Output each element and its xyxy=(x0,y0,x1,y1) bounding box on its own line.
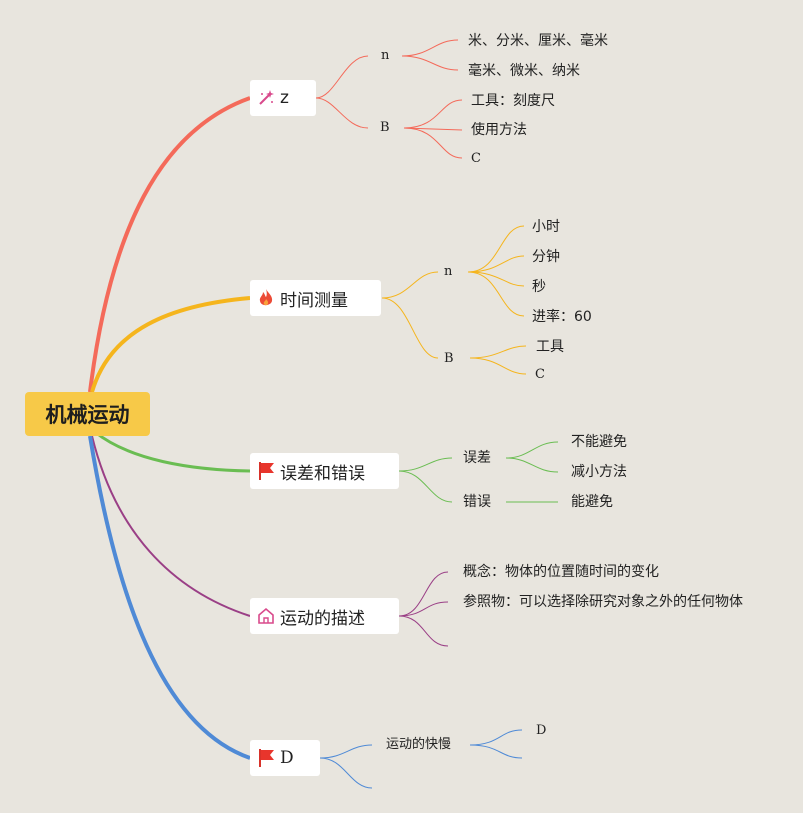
branch-node-time-measurement[interactable]: 时间测量 xyxy=(250,280,381,316)
leaf-node[interactable]: C xyxy=(535,367,545,382)
leaf-node[interactable]: 减小方法 xyxy=(571,464,627,480)
leaf-node[interactable]: 工具：刻度尺 xyxy=(471,93,555,109)
leaf-node[interactable]: 工具 xyxy=(536,339,564,355)
red-flag-icon xyxy=(256,461,276,481)
sub-node-b[interactable]: B xyxy=(380,120,390,135)
branch-label: 时间测量 xyxy=(280,290,348,311)
sub-node-n[interactable]: n xyxy=(381,48,390,63)
sub-node-speed[interactable]: 运动的快慢 xyxy=(386,737,452,752)
leaf-node[interactable]: 分钟 xyxy=(532,249,560,265)
root-label: 机械运动 xyxy=(45,403,130,427)
leaf-node[interactable]: 参照物：可以选择除研究对象之外的任何物体 xyxy=(463,594,743,610)
leaf-node[interactable]: 小时 xyxy=(532,219,560,235)
leaf-node[interactable]: 秒 xyxy=(532,279,546,295)
house-icon xyxy=(256,606,276,626)
magic-wand-icon xyxy=(256,88,276,108)
branch-label: z xyxy=(280,88,289,108)
sub-node-error[interactable]: 误差 xyxy=(463,450,491,466)
branch-node-motion-description[interactable]: 运动的描述 xyxy=(250,598,399,634)
branch-node-z[interactable]: z xyxy=(250,80,316,116)
sub-node-mistake[interactable]: 错误 xyxy=(463,494,491,510)
leaf-node[interactable]: 毫米、微米、纳米 xyxy=(468,63,580,79)
fire-icon xyxy=(256,288,276,308)
leaf-node[interactable]: D xyxy=(536,723,547,738)
leaf-node[interactable]: 能避免 xyxy=(571,494,613,510)
leaf-node[interactable]: C xyxy=(471,151,481,166)
leaf-node[interactable]: 概念：物体的位置随时间的变化 xyxy=(463,564,659,580)
root-node[interactable]: 机械运动 xyxy=(25,392,150,436)
branch-node-d[interactable]: D xyxy=(250,740,320,776)
sub-node-n[interactable]: n xyxy=(444,264,453,279)
branch-node-errors[interactable]: 误差和错误 xyxy=(250,453,399,489)
sub-node-b[interactable]: B xyxy=(444,351,454,366)
branch-label: 误差和错误 xyxy=(280,463,365,484)
branch-label: 运动的描述 xyxy=(280,608,365,629)
red-flag-icon xyxy=(256,748,276,768)
leaf-node[interactable]: 米、分米、厘米、毫米 xyxy=(468,33,608,49)
leaf-node[interactable]: 进率：60 xyxy=(532,309,592,325)
leaf-node[interactable]: 不能避免 xyxy=(571,434,627,450)
branch-label: D xyxy=(280,748,294,768)
leaf-node[interactable]: 使用方法 xyxy=(471,122,527,138)
